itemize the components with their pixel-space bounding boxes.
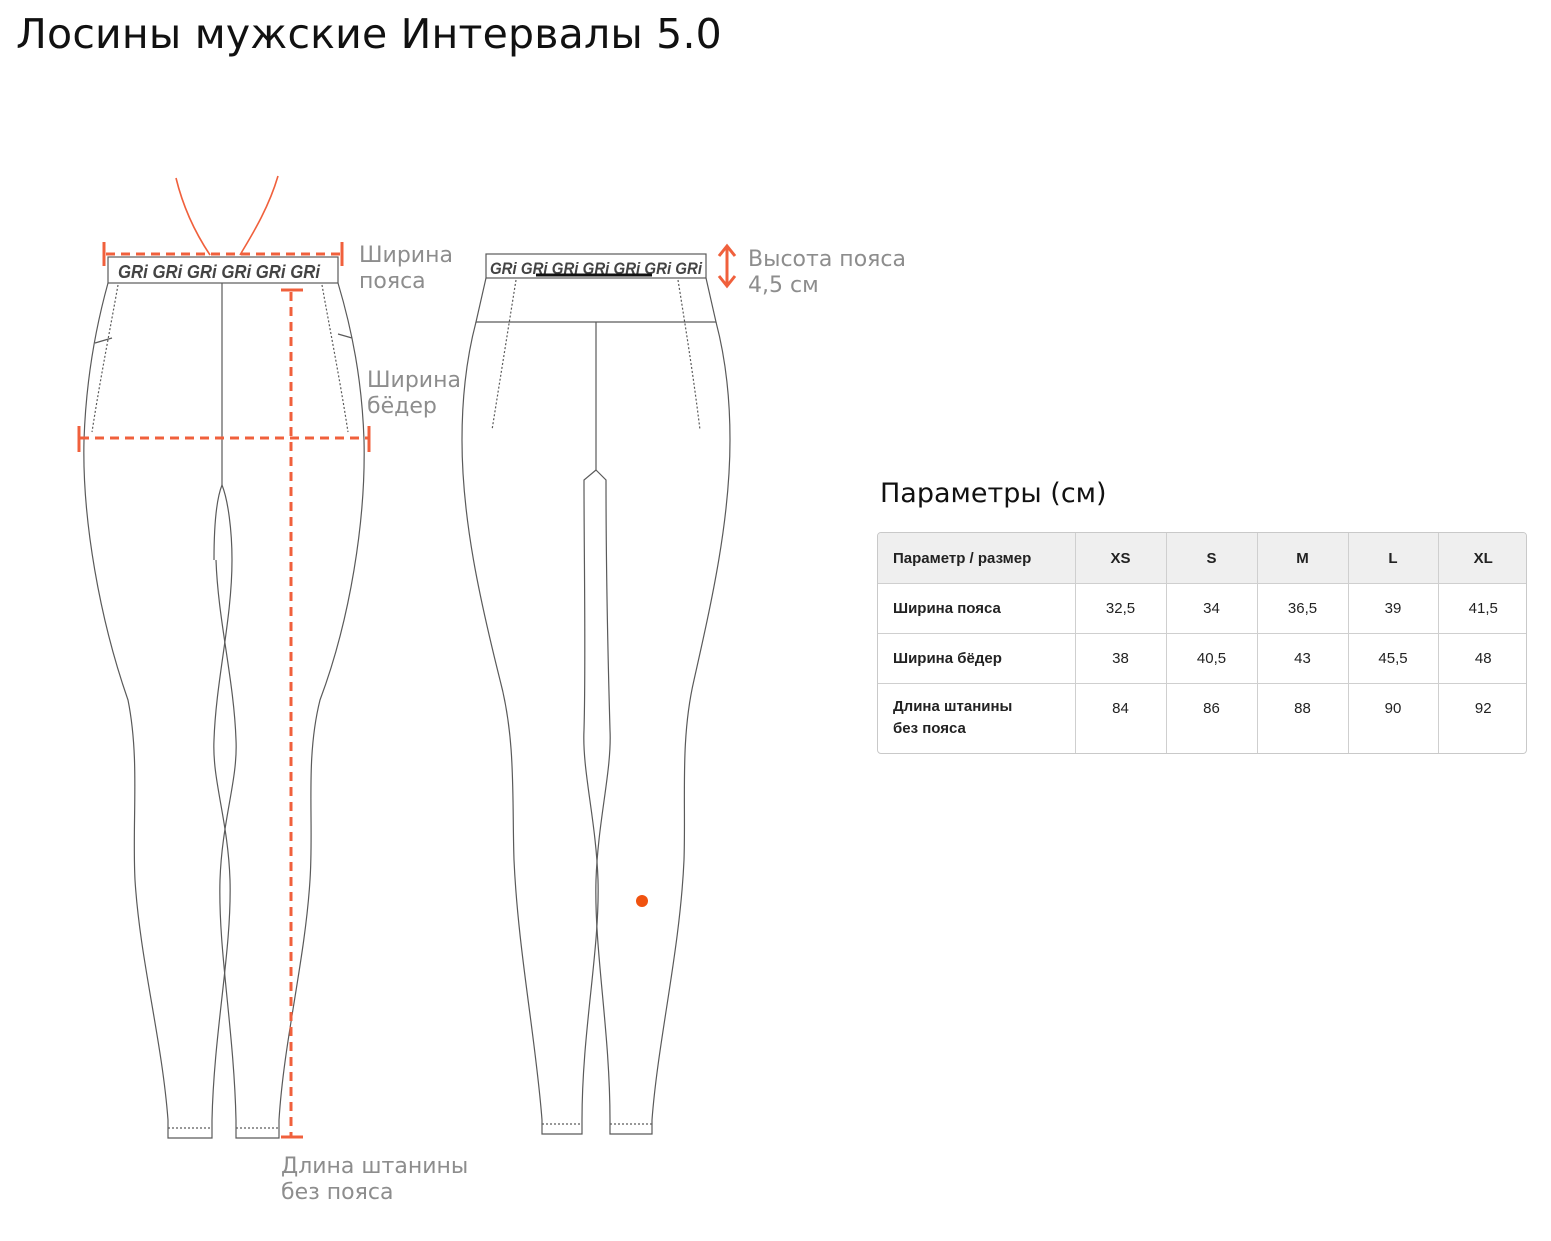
- hip-width-measure: [77, 426, 371, 452]
- header-size: XS: [1075, 533, 1167, 584]
- header-size: S: [1166, 533, 1258, 584]
- header-parameter: Параметр / размер: [878, 533, 1076, 584]
- table-cell: 39: [1348, 583, 1439, 634]
- table-cell: 48: [1438, 633, 1526, 684]
- front-outline: [83, 282, 233, 1139]
- table-cell: 32,5: [1075, 583, 1167, 634]
- size-table-title: Параметры (см): [880, 478, 1107, 509]
- table-cell: 84: [1075, 683, 1167, 753]
- front-pocket-right: [337, 333, 353, 339]
- front-pocket-left: [94, 337, 113, 344]
- front-v-line: [175, 175, 279, 256]
- front-view: [83, 175, 365, 1139]
- back-outline-left: [461, 321, 599, 1135]
- back-logo-dot: [636, 895, 648, 907]
- header-size: M: [1257, 533, 1349, 584]
- page-title: Лосины мужские Интервалы 5.0: [16, 10, 722, 58]
- row-name: Ширина пояса: [878, 583, 1076, 634]
- label-waist-width: Ширина пояса: [359, 243, 453, 294]
- label-hip-width: Ширина бёдер: [367, 368, 461, 419]
- table-cell: 41,5: [1438, 583, 1526, 634]
- table-cell: 45,5: [1348, 633, 1439, 684]
- back-waistband-print: GRi GRi GRi GRi GRi GRi GRi: [490, 259, 703, 278]
- back-left-seam: [491, 279, 517, 431]
- label-leg-length: Длина штанины без пояса: [281, 1154, 469, 1205]
- front-right-seam: [321, 284, 349, 433]
- front-waistband-print: GRi GRi GRi GRi GRi GRi: [118, 262, 321, 282]
- back-right-seam: [677, 279, 701, 431]
- table-header-row: Параметр / размер XS S M L XL: [878, 533, 1526, 584]
- table-cell: 34: [1166, 583, 1258, 634]
- table-cell: 86: [1166, 683, 1258, 753]
- size-table: Параметр / размер XS S M L XL Ширина поя…: [877, 532, 1527, 754]
- back-outline-right: [595, 321, 731, 1135]
- header-size: XL: [1438, 533, 1526, 584]
- front-outline-right: [215, 282, 365, 1139]
- table-cell: 90: [1348, 683, 1439, 753]
- waist-height-measure: [717, 243, 737, 289]
- table-row: Длина штанины без пояса 84 86 88 90 92: [878, 683, 1526, 753]
- waist-width-measure: [102, 242, 344, 266]
- table-cell: 38: [1075, 633, 1167, 684]
- table-cell: 36,5: [1257, 583, 1349, 634]
- leg-length-measure: [281, 288, 303, 1139]
- table-cell: 88: [1257, 683, 1349, 753]
- label-waist-height: Высота пояса 4,5 см: [748, 247, 906, 298]
- table-cell: 92: [1474, 700, 1492, 717]
- back-view: [461, 253, 731, 1135]
- table-row: Ширина пояса 32,5 34 36,5 39 41,5: [878, 583, 1526, 634]
- header-size: L: [1348, 533, 1439, 584]
- table-cell: 43: [1257, 633, 1349, 684]
- table-row: Ширина бёдер 38 40,5 43 45,5 48: [878, 633, 1526, 684]
- row-name: Ширина бёдер: [878, 633, 1076, 684]
- front-left-seam: [91, 284, 119, 433]
- row-name: Длина штанины без пояса: [878, 683, 1076, 753]
- back-yoke: [475, 277, 717, 323]
- table-cell: 40,5: [1166, 633, 1258, 684]
- front-waistband: [107, 256, 339, 284]
